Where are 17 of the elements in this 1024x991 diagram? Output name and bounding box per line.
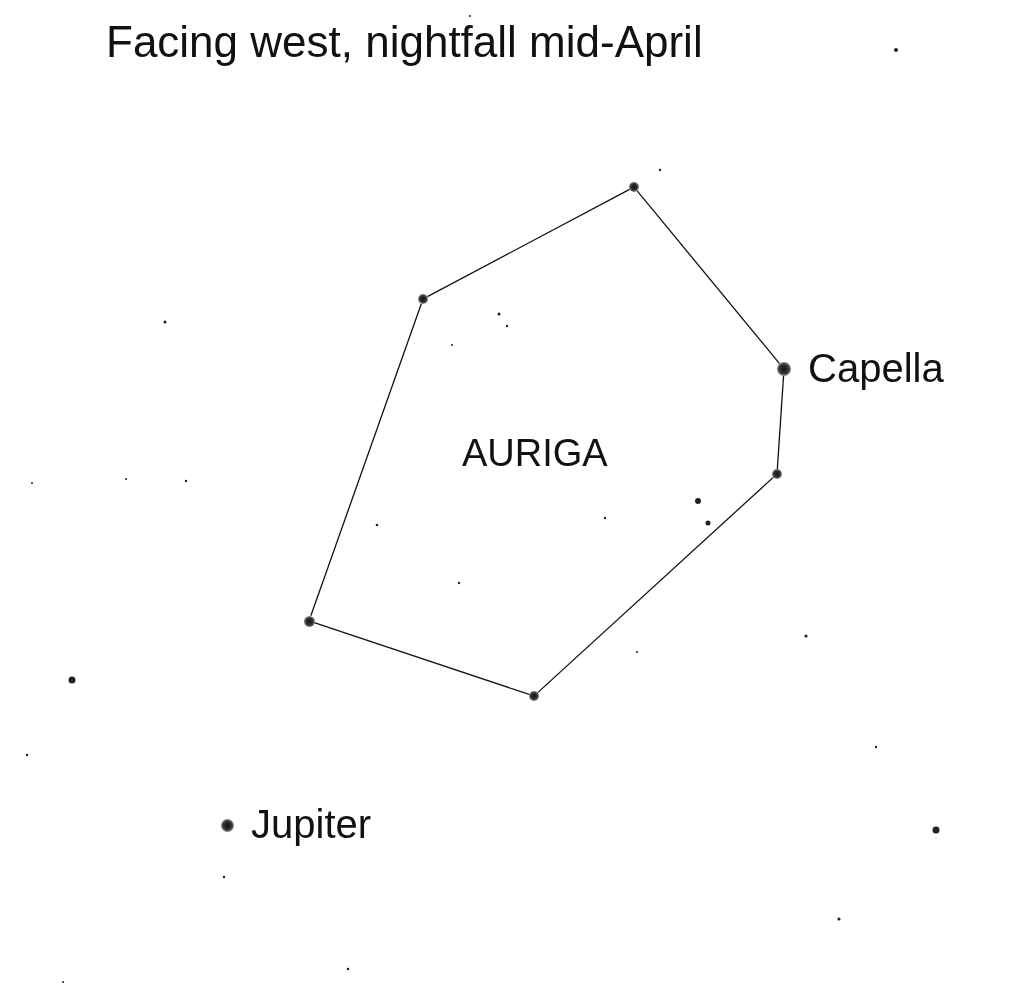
star-dot	[303, 615, 315, 627]
planet-name: Jupiter	[251, 804, 372, 844]
star-dot	[629, 182, 639, 192]
constellation-line	[636, 190, 781, 365]
chart-title: Facing west, nightfall mid-April	[106, 20, 703, 64]
constellation-line	[426, 188, 631, 298]
star-dot	[772, 469, 782, 479]
star-name-label: Capella	[808, 348, 944, 388]
constellation-line	[310, 303, 422, 617]
constellation-line	[313, 622, 530, 696]
star-dot	[418, 294, 428, 304]
constellation-line	[537, 476, 774, 694]
constellation-line	[776, 375, 785, 470]
star-dot	[220, 818, 234, 832]
star-dot	[529, 691, 539, 701]
constellation-name: AURIGA	[462, 434, 608, 472]
star-dot	[777, 362, 791, 376]
